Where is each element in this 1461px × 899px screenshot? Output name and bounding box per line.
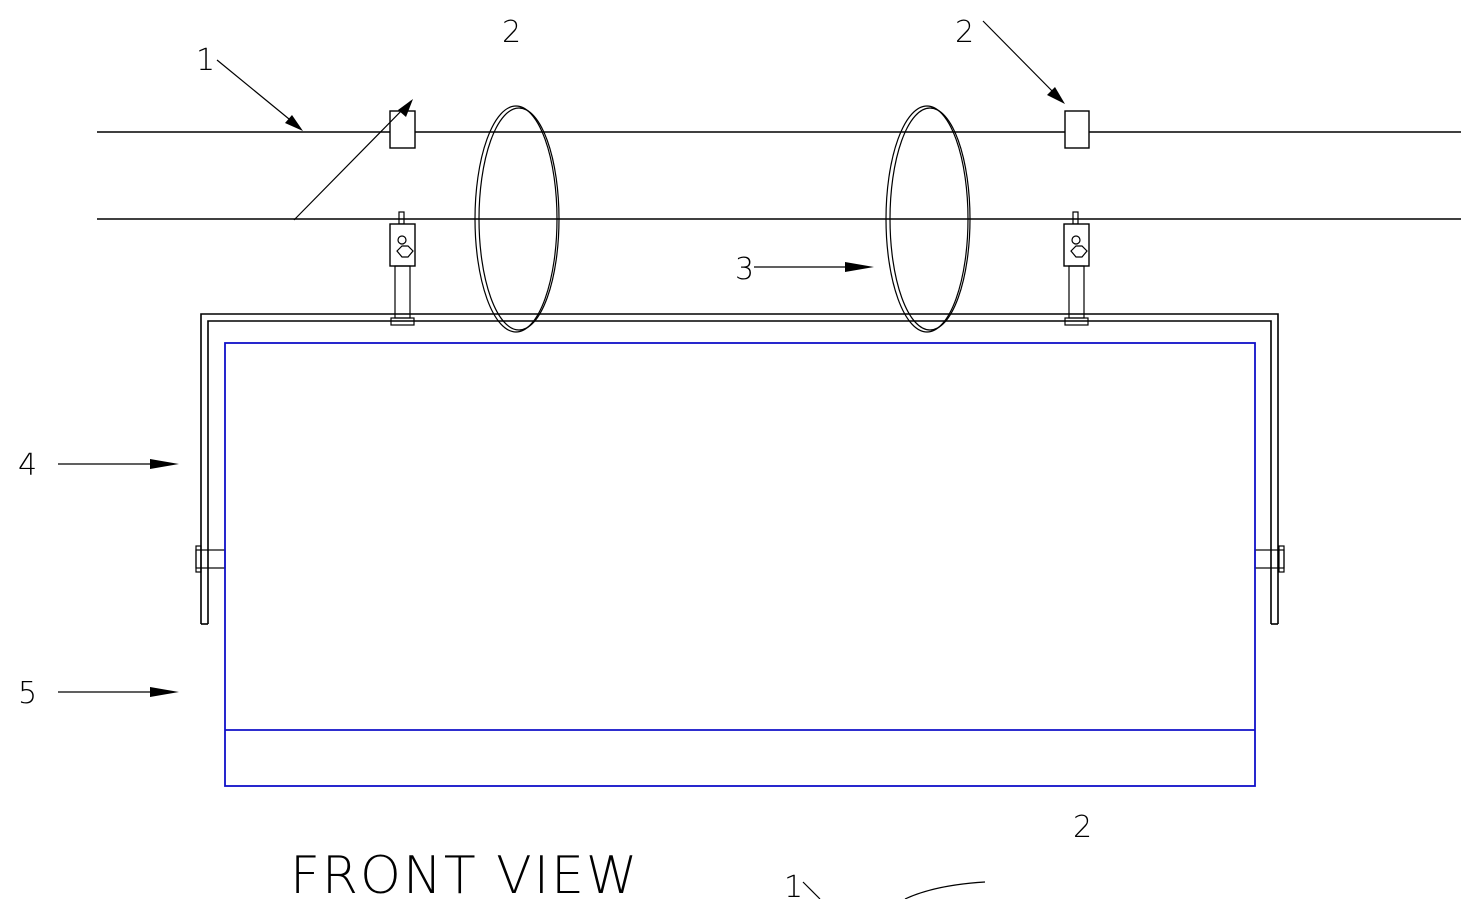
wire-loops [474, 105, 971, 333]
hanger-clamp-left [389, 211, 416, 326]
yoke-frame [195, 313, 1285, 625]
panel-outline [224, 342, 1256, 787]
callout-1-top: 1 [196, 43, 215, 78]
callout-5: 5 [18, 676, 37, 711]
callout-4: 4 [18, 448, 37, 483]
upper-clamp-right [1064, 110, 1090, 149]
callout-labels: 1 2 2 3 4 5 2 1 [18, 15, 1092, 899]
upper-clamps [389, 110, 1090, 149]
callout-2-right: 2 [955, 15, 974, 50]
callout-2-bottom: 2 [1073, 810, 1092, 845]
callout-3: 3 [735, 252, 754, 287]
leaders [58, 20, 1065, 899]
callout-2-left: 2 [502, 15, 521, 50]
cable-rails [97, 131, 1461, 220]
wire-loop-left [474, 105, 558, 333]
callout-1-bottom: 1 [784, 870, 803, 899]
wire-loop-right [885, 105, 969, 333]
upper-clamp-left [389, 110, 416, 149]
view-title: FRONT VIEW [290, 846, 639, 899]
hanger-clamp-right [1063, 211, 1090, 326]
sign-panel [224, 342, 1256, 787]
pivot-right [1254, 549, 1285, 569]
